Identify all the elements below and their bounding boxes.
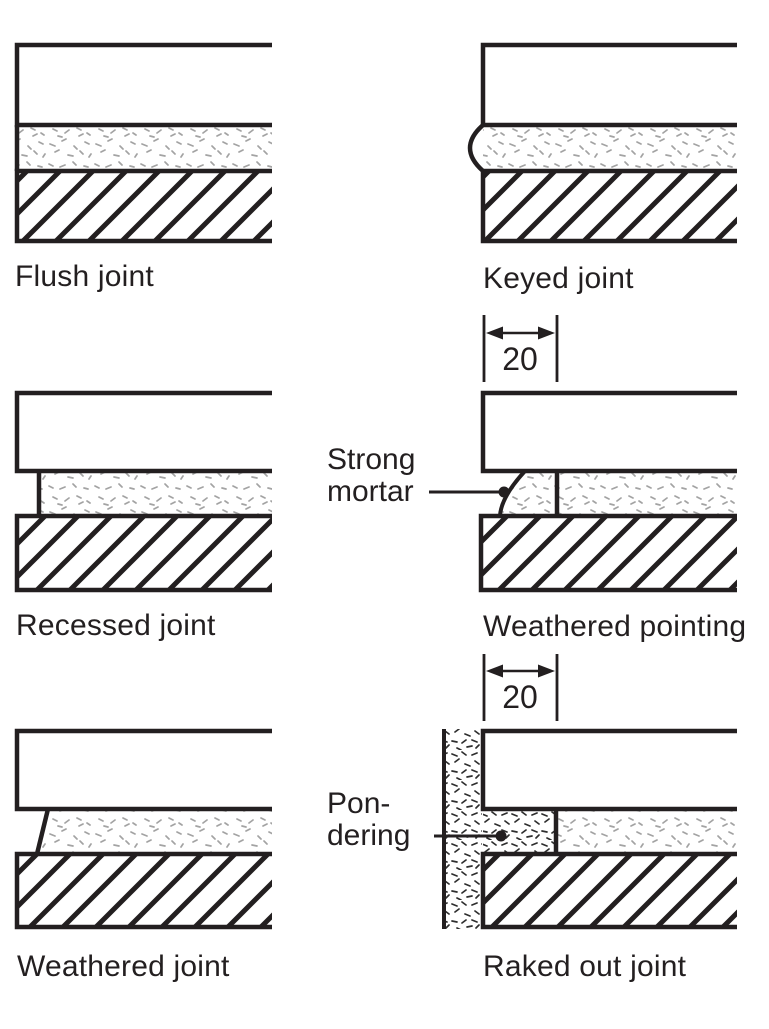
dimension-extension-lines <box>482 654 559 721</box>
weathered-joint-label: Weathered joint <box>17 950 230 983</box>
weathered-pointing-mortar-band <box>483 471 737 516</box>
recessed-top-brick <box>14 390 272 474</box>
raked-bedding-mortar-band <box>558 809 737 854</box>
dimension-arrowhead-right-icon <box>538 664 555 678</box>
flush-joint-label: Flush joint <box>15 260 154 293</box>
raked-dimension-value: 20 <box>502 679 538 715</box>
weathered-pointing-label: Weathered pointing <box>483 610 747 643</box>
raked-out-joint-label: Raked out joint <box>483 950 687 983</box>
dimension-arrowhead-right-icon <box>538 326 555 340</box>
weathered-pointing-bottom-brick-hatched <box>478 513 737 593</box>
weathered-pointing-top-brick <box>480 390 737 474</box>
keyed-joint-label: Keyed joint <box>483 262 634 295</box>
flush-bottom-brick-hatched <box>14 168 272 244</box>
dimension-arrowhead-left-icon <box>486 664 503 678</box>
weathered-pointing-dimension-value: 20 <box>502 341 538 377</box>
raked-out-filled-region <box>483 811 555 854</box>
keyed-joint-diagram <box>467 42 737 244</box>
recessed-mortar-band <box>39 471 272 516</box>
strong-mortar-annotation: Strong mortar <box>327 443 416 508</box>
keyed-concave-joint-curve <box>467 123 485 173</box>
flush-joint-diagram <box>14 42 272 244</box>
raked-out-joint-diagram <box>434 654 737 930</box>
keyed-top-brick <box>480 42 737 128</box>
weathered-mortar-band <box>37 809 272 854</box>
raked-bottom-brick-hatched <box>480 851 737 930</box>
strong-mortar-leader-dot <box>498 486 510 498</box>
flush-mortar-band <box>17 125 272 171</box>
pondering-annotation: Pon- dering <box>327 787 411 852</box>
weathered-slope-line <box>34 808 51 855</box>
raked-top-brick <box>480 728 737 812</box>
render-coat-band <box>446 729 482 929</box>
recessed-joint-label: Recessed joint <box>16 609 216 642</box>
recessed-joint-diagram <box>14 390 272 593</box>
flush-top-brick <box>14 42 272 128</box>
recessed-bottom-brick-hatched <box>14 513 272 593</box>
weathered-top-brick <box>14 728 272 812</box>
weathered-joint-diagram <box>14 728 272 930</box>
pondering-leader-dot <box>495 830 507 842</box>
keyed-bottom-brick-hatched <box>480 168 737 244</box>
keyed-mortar-band <box>483 125 737 171</box>
weathered-bottom-brick-hatched <box>14 851 272 930</box>
weathered-pointing-diagram <box>429 315 737 593</box>
dimension-arrowhead-left-icon <box>486 326 503 340</box>
dimension-extension-lines <box>482 315 559 382</box>
